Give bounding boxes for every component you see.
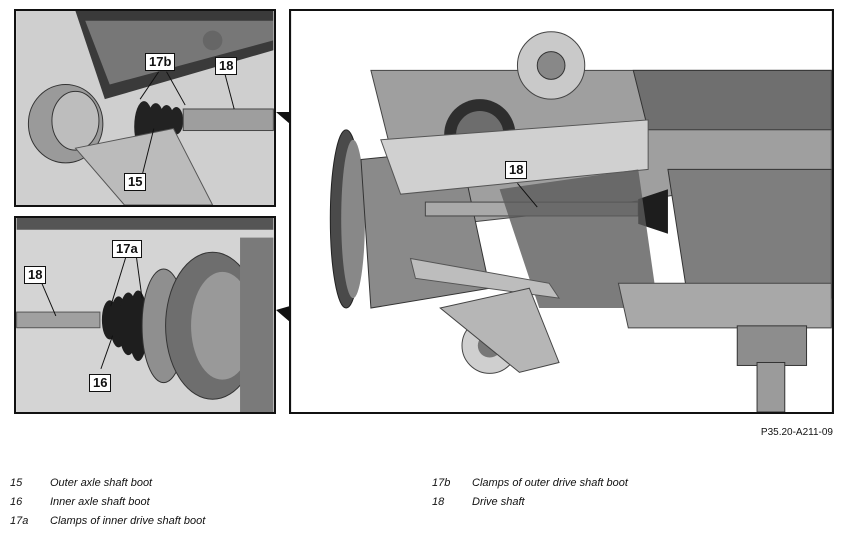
- inner-joint-inset: 18 17a 16: [14, 216, 276, 414]
- legend-number: 17b: [432, 477, 451, 489]
- callout-18: 18: [505, 161, 528, 179]
- callout-15: 15: [124, 173, 147, 191]
- callout-18: 18: [215, 57, 238, 75]
- callout-17b: 17b: [145, 53, 176, 71]
- callout-17a: 17a: [112, 240, 142, 258]
- outer-joint-inset: 17b 18 15: [14, 9, 276, 207]
- callout-16: 16: [89, 374, 112, 392]
- inner-joint-illustration: [16, 218, 274, 412]
- legend-text: Inner axle shaft boot: [50, 496, 150, 508]
- legend-text: Clamps of outer drive shaft boot: [472, 477, 628, 489]
- rear-axle-main-view: 18: [289, 9, 834, 414]
- legend-number: 15: [10, 477, 23, 489]
- legend-number: 16: [10, 496, 23, 508]
- legend-text: Drive shaft: [472, 496, 525, 508]
- legend-number: 17a: [10, 515, 29, 527]
- figure-code: P35.20-A211-09: [760, 427, 833, 438]
- callout-18: 18: [24, 266, 47, 284]
- legend-text: Clamps of inner drive shaft boot: [50, 515, 206, 527]
- rear-axle-illustration: [291, 11, 832, 412]
- legend-number: 18: [432, 496, 445, 508]
- legend-text: Outer axle shaft boot: [50, 477, 153, 489]
